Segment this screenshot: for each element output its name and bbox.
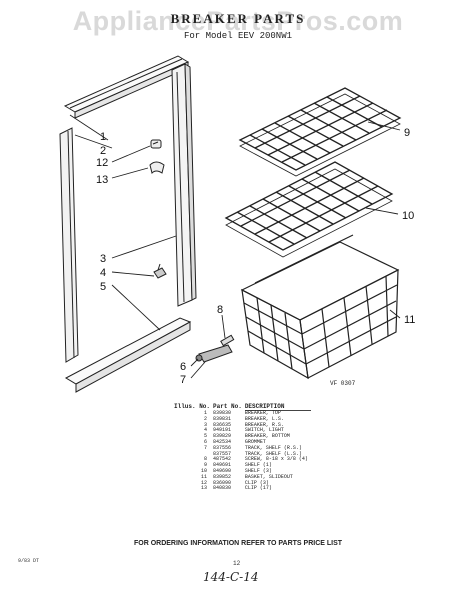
breaker-right-side-part — [171, 63, 197, 307]
table-row: 9 849691 SHELF (1) — [174, 462, 311, 469]
illus-no: 4 — [204, 427, 208, 434]
table-row: 13 840830 CLIP (17) — [174, 486, 311, 492]
table-row: 7 837556 TRACK, SHELF (R.S.) — [174, 444, 311, 452]
table-row: 10 849690 SHELF (3) — [174, 467, 311, 475]
table-row: 11 839852 BASKET, SLIDEOUT — [174, 473, 311, 481]
part-description: TRACK, SHELF (L.S.) — [244, 450, 302, 457]
callout-4: 4 — [100, 267, 106, 279]
part-description: BREAKER, R.S. — [244, 421, 284, 428]
part-no: 836090 — [213, 479, 232, 486]
part-description: BREAKER, BOTTOM — [244, 433, 290, 440]
callout-5: 5 — [100, 281, 106, 293]
part-no: 849691 — [213, 462, 232, 469]
illus-no: 5 — [204, 433, 208, 440]
part-description: GROMMET — [244, 438, 266, 445]
table-row: 1 839830 BREAKER, TOP — [174, 409, 311, 417]
part-no: 839852 — [213, 473, 232, 480]
figure-code: VF 0307 — [330, 380, 356, 387]
illus-no: 13 — [201, 485, 208, 492]
part-description: SWITCH, LIGHT — [244, 427, 284, 434]
illus-no: 1 — [204, 409, 208, 416]
part-no: 849690 — [213, 467, 232, 474]
shelf-part-9 — [238, 87, 402, 177]
illus-no: 3 — [204, 421, 208, 428]
illus-no: 12 — [201, 479, 208, 486]
page-number: 12 — [233, 560, 241, 567]
part-no: 836635 — [213, 421, 232, 428]
shelf-part-10 — [224, 161, 394, 258]
part-no: 837556 — [213, 444, 232, 451]
part-description: SHELF (1) — [244, 462, 272, 469]
screw-part-8 — [220, 334, 235, 347]
part-description: BASKET, SLIDEOUT — [244, 473, 293, 480]
print-code: 9/83 DT — [18, 558, 40, 564]
part-no: 839831 — [213, 415, 232, 422]
header-part-no: Part No. — [213, 403, 242, 411]
illus-no: 8 — [204, 456, 208, 463]
leader-lines — [69, 114, 401, 379]
breaker-left-side-part — [59, 127, 79, 363]
part-description: CLIP (3) — [244, 479, 269, 486]
table-row: 12 836090 CLIP (3) — [174, 479, 311, 487]
part-description: SHELF (3) — [244, 467, 272, 474]
part-no: 842534 — [213, 438, 232, 445]
page-title: BREAKER PARTS — [170, 11, 306, 26]
table-row: 5 839829 BREAKER, BOTTOM — [174, 433, 311, 440]
table-row: 3 836635 BREAKER, R.S. — [174, 421, 311, 429]
basket-part-11 — [240, 234, 400, 380]
part-no: 840830 — [213, 485, 232, 492]
callout-10: 10 — [402, 210, 414, 222]
callout-6: 6 — [180, 361, 186, 373]
table-row: 4 949191 SWITCH, LIGHT — [174, 428, 311, 434]
callout-3: 3 — [100, 253, 106, 265]
callout-13: 13 — [96, 174, 108, 186]
breaker-top-part — [63, 55, 190, 119]
callout-7: 7 — [180, 374, 186, 386]
illus-no: 2 — [204, 415, 208, 422]
model-subtitle: For Model EEV 200NW1 — [183, 31, 293, 41]
illus-no: 6 — [204, 438, 208, 445]
watermark: AppliancePartsPros.com — [72, 6, 404, 36]
callout-12: 12 — [96, 157, 108, 169]
clip-part-12 — [150, 139, 162, 149]
callout-8: 8 — [217, 304, 223, 316]
table-row: 837557 TRACK, SHELF (L.S.) — [174, 450, 311, 458]
clip-part-13 — [149, 161, 165, 174]
illus-no: 11 — [201, 473, 208, 480]
part-no: 949191 — [213, 427, 232, 434]
part-description: TRACK, SHELF (R.S.) — [244, 444, 302, 451]
header-description: DESCRIPTION — [244, 404, 311, 411]
callout-11: 11 — [404, 314, 415, 326]
illus-no: 7 — [204, 444, 208, 451]
part-description: BREAKER, L.S. — [244, 415, 284, 422]
callout-2: 2 — [100, 145, 106, 157]
table-row: 8 487542 SCREW, 8-18 x 3/8 (4) — [174, 457, 311, 463]
part-no: 839830 — [213, 409, 232, 416]
part-no: 487542 — [213, 456, 232, 463]
table-row: 6 842534 GROMMET — [174, 438, 311, 446]
callout-9: 9 — [404, 127, 410, 139]
callout-1: 1 — [100, 131, 106, 143]
illus-no: 10 — [201, 467, 208, 474]
handwritten-note: 144-C-14 — [203, 570, 259, 584]
shelf-track-part-7 — [198, 344, 233, 363]
light-switch-part — [153, 263, 167, 279]
header-illus-no: Illus. No. — [174, 403, 211, 411]
part-description: SCREW, 8-18 x 3/8 (4) — [244, 456, 308, 463]
part-no: 839829 — [213, 433, 232, 440]
ordering-info-footer: FOR ORDERING INFORMATION REFER TO PARTS … — [133, 540, 343, 547]
table-row: 2 839831 BREAKER, L.S. — [174, 415, 311, 423]
part-no: 837557 — [213, 450, 232, 457]
part-description: BREAKER, TOP — [244, 410, 281, 416]
illus-no: 9 — [204, 462, 208, 469]
breaker-bottom-part — [64, 317, 192, 393]
part-description: CLIP (17) — [244, 485, 272, 492]
